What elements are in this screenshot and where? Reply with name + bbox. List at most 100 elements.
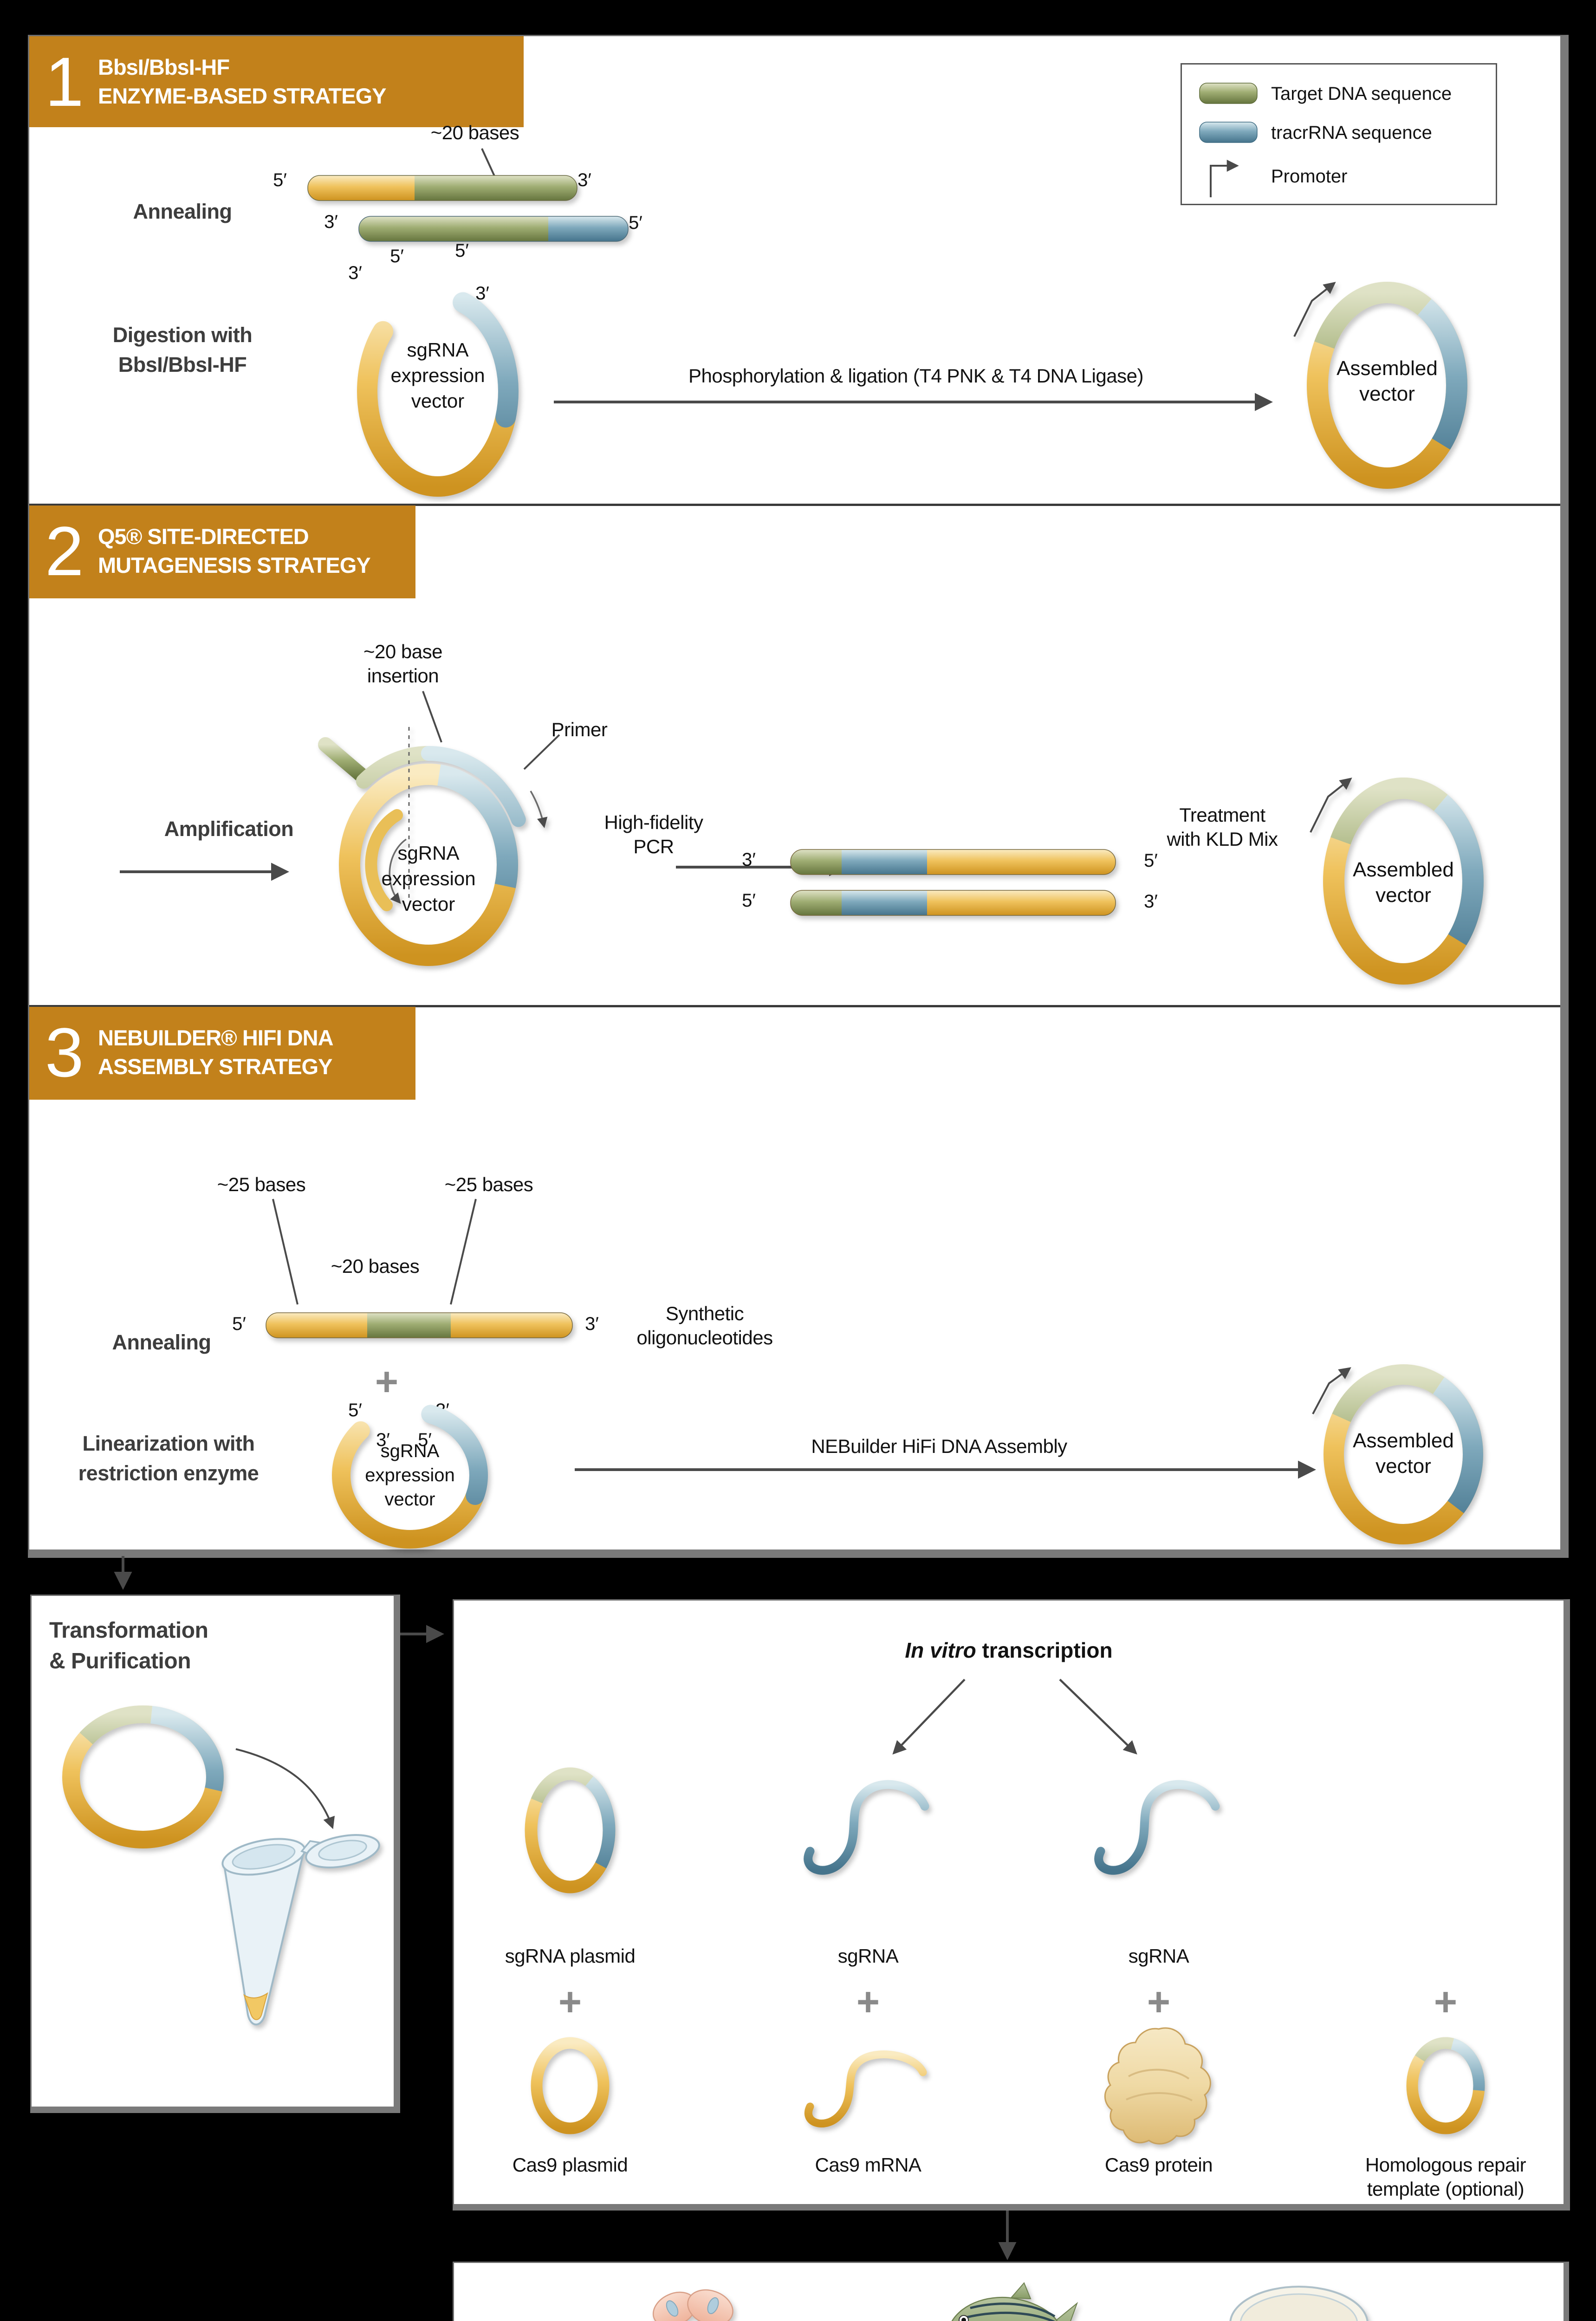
s1-duplex-end-5p-top: 5′ bbox=[273, 170, 287, 190]
s2-kld-label: Treatment with KLD Mix bbox=[1139, 803, 1306, 851]
s2-pcr-1: High-fidelity bbox=[604, 811, 703, 833]
section-divider-1 bbox=[29, 504, 1560, 506]
s1-annealing-label: Annealing bbox=[133, 200, 232, 223]
primer-insertion-tip bbox=[318, 737, 373, 786]
section2-title: Q5® SITE-DIRECTED MUTAGENESIS STRATEGY bbox=[98, 522, 371, 580]
sgrna-expression-vector-linearized bbox=[332, 1402, 488, 1549]
s2-pcr-end-3p-bottom: 3′ bbox=[1144, 891, 1158, 912]
section1-title-line1: BbsI/BbsI-HF bbox=[98, 55, 230, 79]
section1-title: BbsI/BbsI-HF ENZYME-BASED STRATEGY bbox=[98, 53, 386, 110]
transformation-title: Transformation & Purification bbox=[49, 1615, 337, 1677]
s2-primer-label: Primer bbox=[551, 719, 608, 740]
promoter-arrow-2 bbox=[1310, 778, 1352, 833]
s3-linearization-1: Linearization with bbox=[82, 1432, 255, 1455]
ivt-title-rest: transcription bbox=[976, 1638, 1113, 1662]
s3-annealing-label: Annealing bbox=[112, 1330, 211, 1354]
s3-synthetic-label: Synthetic oligonucleotides bbox=[607, 1302, 802, 1350]
s1-digestion-line1: Digestion with bbox=[112, 323, 253, 347]
section1-number: 1 bbox=[45, 43, 84, 121]
pcr-product bbox=[790, 849, 1116, 916]
cas9-mrna-ribbon-icon bbox=[804, 2050, 927, 2128]
section2-number: 2 bbox=[45, 512, 84, 590]
s1-vector-label-1: sgRNA bbox=[407, 339, 469, 361]
s2-pcr-end-3p-top: 3′ bbox=[742, 849, 756, 870]
duplex-bottom-strand bbox=[359, 216, 628, 241]
s2-vector-label-2: expression bbox=[381, 868, 476, 889]
pcr-bottom-strand bbox=[791, 890, 1116, 915]
s1-assembled-1: Assembled bbox=[1336, 357, 1438, 380]
ivt-title: In vitro transcription bbox=[454, 1638, 1564, 1663]
s1-ligation-arrow-label: Phosphorylation & ligation (T4 PNK & T4 … bbox=[688, 365, 1143, 387]
annealed-oligo-duplex bbox=[307, 175, 629, 242]
s3-oligo-end-5p: 5′ bbox=[232, 1314, 246, 1334]
transformation-box: Transformation & Purification bbox=[30, 1595, 400, 2113]
s2-vector-label: sgRNA expression vector bbox=[359, 840, 498, 917]
s2-pcr-end-5p-top: 5′ bbox=[1144, 850, 1158, 871]
delivery-box: In vitro transcription sgRNA plasmid sgR… bbox=[453, 1599, 1570, 2211]
s2-pcr-2: PCR bbox=[633, 836, 674, 857]
s3-vector-end-3p-b: 3′ bbox=[376, 1430, 390, 1450]
s3-bases25-right: ~25 bases bbox=[444, 1173, 533, 1195]
section2-title-line1: Q5® SITE-DIRECTED bbox=[98, 524, 309, 549]
s2-insertion-2: insertion bbox=[367, 665, 439, 687]
s3-assembled-2: vector bbox=[1375, 1455, 1431, 1478]
section3-title-line2: ASSEMBLY STRATEGY bbox=[98, 1054, 332, 1079]
s2-pcr-label: High-fidelity PCR bbox=[577, 810, 730, 859]
s1-digestion-line2: BbsI/BbsI-HF bbox=[118, 353, 247, 376]
inner-strand-arc bbox=[365, 809, 403, 911]
synthetic-oligo-rod bbox=[266, 1312, 573, 1338]
pcr-top-strand bbox=[791, 849, 1116, 875]
s2-assembled-label: Assembled vector bbox=[1334, 857, 1473, 908]
legend-target-label: Target DNA sequence bbox=[1271, 84, 1452, 104]
s1-assembled-2: vector bbox=[1359, 383, 1415, 405]
s2-vector-label-1: sgRNA bbox=[397, 842, 460, 864]
s1-vector-label-3: vector bbox=[411, 390, 465, 412]
s2-insertion-label: ~20 base insertion bbox=[326, 640, 480, 688]
s2-assembled-1: Assembled bbox=[1353, 858, 1454, 881]
duplex-top-strand bbox=[308, 175, 577, 201]
s1-digestion-label: Digestion with BbsI/BbsI-HF bbox=[80, 320, 285, 380]
tube-liquid bbox=[243, 1992, 268, 2020]
s1-vector-label-2: expression bbox=[390, 364, 485, 386]
section1-header: 1 BbsI/BbsI-HF ENZYME-BASED STRATEGY bbox=[29, 36, 524, 127]
s1-duplex-end-5p-bottom: 5′ bbox=[629, 213, 642, 233]
amplification-plasmid bbox=[318, 727, 548, 984]
s3-vector-end-5p: 5′ bbox=[348, 1400, 362, 1420]
repair-template-label-1: Homologous repair bbox=[1365, 2154, 1526, 2176]
s2-insertion-1: ~20 base bbox=[363, 641, 443, 662]
assembled-vector-1 bbox=[1293, 282, 1467, 489]
s1-bases-label: ~20 bases bbox=[430, 122, 519, 143]
transformed-plasmid bbox=[62, 1705, 224, 1848]
s3-bases20-label: ~20 bases bbox=[331, 1255, 420, 1277]
s3-plus-sign: + bbox=[375, 1360, 399, 1404]
legend-tracrrna-icon bbox=[1199, 122, 1258, 143]
s1-duplex-end-3p-bottom: 3′ bbox=[324, 212, 338, 232]
sgrna-ribbon-icon-1 bbox=[804, 1780, 929, 1875]
cas9-protein-icon bbox=[1104, 2027, 1211, 2145]
s3-assembly-arrow-label: NEBuilder HiFi DNA Assembly bbox=[811, 1435, 1067, 1457]
s3-bases25-left: ~25 bases bbox=[217, 1173, 306, 1195]
transformation-title-2: & Purification bbox=[49, 1649, 191, 1673]
microcentrifuge-tube-icon bbox=[221, 1834, 380, 2026]
transformation-title-1: Transformation bbox=[49, 1618, 208, 1643]
s2-vector-label-3: vector bbox=[402, 893, 455, 915]
s2-amplification-label: Amplification bbox=[164, 817, 294, 841]
assembled-vector-3 bbox=[1312, 1364, 1483, 1544]
s2-pcr-end-5p-bottom: 5′ bbox=[742, 890, 756, 911]
section3-connectors bbox=[272, 1199, 1317, 1479]
section3-number: 3 bbox=[45, 1013, 84, 1091]
sgrna-plasmid-label: sgRNA plasmid bbox=[505, 1945, 636, 1967]
plus-2: + bbox=[856, 1980, 880, 2024]
cas9-plasmid-icon bbox=[531, 2037, 610, 2134]
ivt-arrows bbox=[892, 1679, 1137, 1755]
section2-header: 2 Q5® SITE-DIRECTED MUTAGENESIS STRATEGY bbox=[29, 506, 415, 598]
sgrna-label-2: sgRNA bbox=[1128, 1945, 1189, 1967]
repair-template-label-2: template (optional) bbox=[1367, 2178, 1525, 2200]
s3-synthetic-2: oligonucleotides bbox=[636, 1327, 773, 1349]
promoter-arrow-3 bbox=[1312, 1367, 1351, 1414]
s3-vector-label-1: sgRNA bbox=[380, 1441, 440, 1461]
fish-icon bbox=[951, 2282, 1078, 2321]
s2-kld-2: with KLD Mix bbox=[1167, 828, 1278, 850]
cells-icon bbox=[652, 2289, 733, 2321]
